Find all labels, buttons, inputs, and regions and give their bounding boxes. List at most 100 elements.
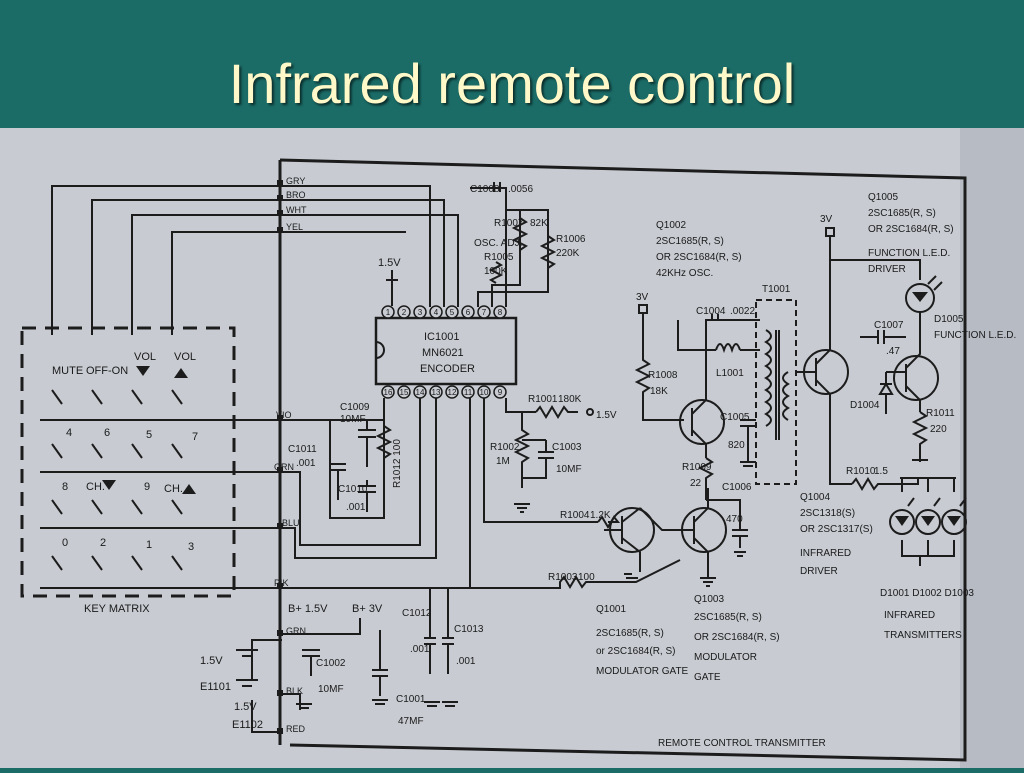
battery-e1101-value: 1.5V: [200, 655, 223, 667]
r1002-label: R1002: [490, 442, 520, 453]
c1005-value: 820: [728, 440, 745, 451]
r1008-value: 18K: [650, 386, 668, 397]
c1009-value: 10MF: [340, 414, 366, 425]
key-labels: MUTE OFF-ON VOL VOL 4 6 5 7 8 CH. 9 CH. …: [52, 351, 198, 553]
r1004-value: 1.2K: [590, 510, 611, 521]
ic-pin-top-5: [461, 305, 475, 319]
c1003-value: 10MF: [556, 464, 582, 475]
ic-pin-bottom-1: [397, 385, 411, 399]
battery-e1102-value: 1.5V: [234, 701, 257, 713]
supply-1-5v-top-wire: [386, 270, 398, 306]
key-matrix-label: KEY MATRIX: [84, 603, 150, 615]
r1010-value: 1.5: [874, 466, 888, 477]
c1002-value: 10MF: [318, 684, 344, 695]
c1004-value: .0022: [730, 306, 755, 317]
ch-up-icon: [182, 484, 196, 494]
q1003-ref: Q1003: [694, 594, 724, 605]
r1005-label: R1005: [484, 252, 514, 263]
ic-pin-bottom-7: [493, 385, 507, 399]
r1011-value: 220: [930, 424, 947, 435]
supply-1-5v-r1001: 1.5V: [596, 410, 617, 421]
osc-network: [470, 182, 557, 307]
c1001-label: C1001: [396, 694, 426, 705]
wire-wht: WHT: [286, 205, 307, 215]
r1003-label: R1003: [548, 572, 578, 583]
key-5: 5: [146, 429, 152, 441]
wire-vio: VIO: [276, 410, 292, 420]
r1002-value: 1M: [496, 456, 510, 467]
ic-pin-top-7: [493, 305, 507, 319]
ic-pin-number: 16: [384, 388, 393, 397]
q1002-part: 2SC1685(R, S): [656, 236, 724, 247]
c1012-value: .001: [410, 644, 430, 655]
input-filter-network: [330, 419, 393, 512]
l1001-label: L1001: [716, 368, 744, 379]
ir-diode-desc1: INFRARED: [884, 610, 935, 621]
r1001-label: R1001: [528, 394, 558, 405]
ch-down-icon: [102, 480, 116, 490]
q1003-alt: OR 2SC1684(R, S): [694, 632, 780, 643]
function-led-stage: [860, 275, 943, 462]
c1009-label: C1009: [340, 402, 370, 413]
ir-diode-refs: D1001 D1002 D1003: [880, 588, 974, 599]
r1009-value: 22: [690, 478, 702, 489]
r1012-label: R1012 100: [392, 439, 403, 488]
ic-pin-bottom-3: [429, 385, 443, 399]
supply-1-5v-top: 1.5V: [378, 257, 401, 269]
supply-3v-q1004: 3V: [820, 214, 833, 225]
ic-pin-number: 7: [482, 308, 487, 317]
q1005-desc1: FUNCTION L.E.D.: [868, 248, 950, 259]
r1006-value: 220K: [556, 248, 580, 259]
d1005-label: D1005: [934, 314, 964, 325]
key-4: 4: [66, 427, 72, 439]
c1008-value: .0056: [508, 184, 533, 195]
wire-gry: GRY: [286, 176, 305, 186]
wire-grn: GRN: [274, 462, 294, 472]
q1001-desc: MODULATOR GATE: [596, 666, 689, 677]
ic-pin-number: 3: [418, 308, 423, 317]
key-9: 9: [144, 481, 150, 493]
c1013-label: C1013: [454, 624, 484, 635]
power-supply-section: [236, 588, 458, 733]
c1006-label: C1006: [722, 482, 752, 493]
ic-output-network: [505, 398, 594, 513]
c1013-value: .001: [456, 656, 476, 667]
q1005-ref: Q1005: [868, 192, 898, 203]
oscillator-stage: [634, 304, 760, 557]
r1003-value: 100: [578, 572, 595, 583]
ir-diode-desc2: TRANSMITTERS: [884, 630, 962, 641]
ic-pin-number: 1: [386, 308, 391, 317]
title-bar: Infrared remote control: [0, 0, 1024, 128]
key-3: 3: [188, 541, 194, 553]
key-0: 0: [62, 537, 68, 549]
vol-up-icon: [174, 368, 188, 378]
r1001-value: 180K: [558, 394, 582, 405]
c1007-label: C1007: [874, 320, 904, 331]
key-7: 7: [192, 431, 198, 443]
ic-pin-number: 14: [416, 388, 425, 397]
ic1001-encoder: IC1001 MN6021 ENCODER: [374, 316, 518, 386]
transformer-t1001: [755, 299, 797, 485]
key-2: 2: [100, 537, 106, 549]
c1010-value: .001: [346, 502, 366, 513]
wire-bro: BRO: [286, 190, 306, 200]
footer-label: REMOTE CONTROL TRANSMITTER: [658, 738, 826, 749]
ic-pin-number: 12: [448, 388, 457, 397]
q1002-desc: 42KHz OSC.: [656, 268, 713, 279]
q1004-part: 2SC1318(S): [800, 508, 855, 519]
ic-pin-top-6: [477, 305, 491, 319]
c1007-value: .47: [886, 346, 900, 357]
r1011-label: R1011: [926, 408, 955, 419]
c1001-value: 47MF: [398, 716, 424, 727]
q1001-part: 2SC1685(R, S): [596, 628, 664, 639]
key-ch-up: CH.: [164, 483, 183, 495]
q1003-desc1: MODULATOR: [694, 652, 757, 663]
battery-e1102-ref: E1102: [232, 719, 263, 731]
ic-pin-number: 10: [480, 388, 489, 397]
q1005-part: 2SC1685(R, S): [868, 208, 936, 219]
ic-pin-number: 5: [450, 308, 455, 317]
d1005-desc: FUNCTION L.E.D.: [934, 330, 1016, 341]
ic-pin-number: 11: [464, 388, 473, 397]
schematic-diagram: MUTE OFF-ON VOL VOL 4 6 5 7 8 CH. 9 CH. …: [0, 128, 1024, 768]
supply-3v-q1002: 3V: [636, 292, 649, 303]
